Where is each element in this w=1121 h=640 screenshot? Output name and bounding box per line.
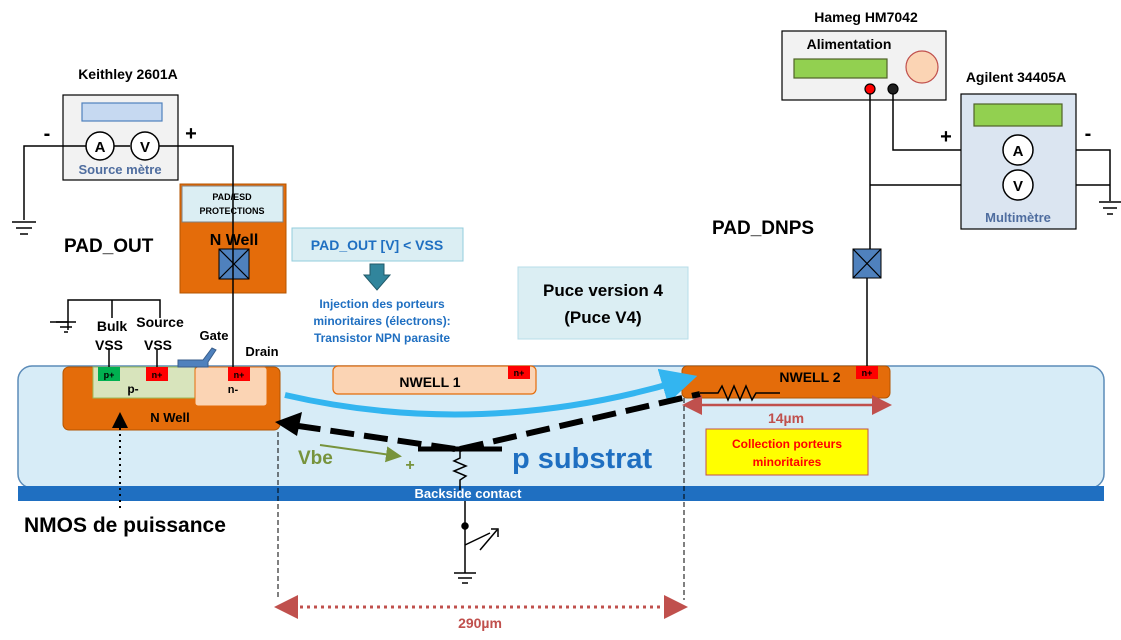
pad-dnps-label: PAD_DNPS (712, 218, 814, 239)
nmos-source-vss: VSS (144, 337, 172, 353)
injection-line2: minoritaires (électrons): (313, 314, 450, 328)
keithley-plus: + (185, 123, 197, 145)
backside-ground-switch (461, 501, 499, 573)
vbe-arrow (319, 444, 402, 463)
vbe-label: Vbe (298, 448, 333, 469)
nmos-nminus: n- (228, 384, 239, 396)
chip-line2: (Puce V4) (564, 308, 641, 327)
hameg-black-terminal (887, 83, 899, 95)
ground-icon-backside (454, 572, 476, 584)
agilent-meter-a: A (1013, 143, 1024, 160)
nmos-gate-label: Gate (200, 328, 229, 343)
ammeter-icon (85, 131, 115, 161)
agilent-name: Agilent 34405A (966, 69, 1066, 85)
hameg-red-terminal (864, 83, 876, 95)
ground-icon-keithley (12, 221, 36, 235)
keithley-minus: - (44, 123, 51, 145)
keithley-instrument (62, 94, 179, 181)
injection-line3: Transistor NPN parasite (314, 331, 450, 345)
esd-line1: PAD/ESD (212, 192, 252, 202)
nwell1-label: NWELL 1 (399, 374, 460, 390)
nmos-bulk-vss: VSS (95, 337, 123, 353)
hameg-instrument (781, 30, 947, 101)
keithley-caption: Source mètre (78, 162, 161, 177)
chip-line1: Puce version 4 (543, 281, 664, 300)
agilent-meter-v: V (1013, 178, 1023, 195)
nmos-bulk-label: Bulk (97, 318, 128, 334)
agilent-ammeter-icon (1002, 134, 1034, 166)
pad-out-label: PAD_OUT (64, 236, 154, 257)
keithley-name: Keithley 2601A (78, 66, 178, 82)
nwell1-nplus: n+ (514, 368, 525, 378)
ground-icon-nmos (56, 321, 76, 333)
agilent-plus: + (940, 126, 952, 148)
ground-icon-agilent (1099, 201, 1121, 215)
nmos-drain-label: Drain (245, 344, 278, 359)
dimension-14um: 14µm (768, 410, 804, 426)
backside-contact-bar (18, 486, 1104, 501)
pad-dnps-contact-icon (852, 248, 882, 279)
dimension-290um: 290µm (458, 615, 502, 631)
agilent-caption: Multimètre (985, 210, 1051, 225)
condition-text: PAD_OUT [V] < VSS (311, 237, 443, 253)
nmos-pplus: p+ (104, 370, 115, 380)
collection-line1: Collection porteurs (732, 437, 842, 451)
chip-version-box (517, 266, 689, 340)
parasitic-npn (275, 391, 701, 490)
keithley-meter-v: V (140, 139, 150, 156)
p-substrat-label: p substrat (512, 443, 653, 475)
nmos-title: NMOS de puissance (24, 514, 226, 537)
down-arrow-icon (362, 263, 392, 291)
injection-line1: Injection des porteurs (319, 297, 445, 311)
keithley-meter-a: A (95, 139, 106, 156)
voltmeter-icon (130, 131, 160, 161)
backside-label: Backside contact (415, 486, 523, 501)
nwell2-label: NWELL 2 (779, 369, 840, 385)
nwell1-block (332, 365, 537, 395)
electron-flow-arrow (284, 368, 698, 418)
agilent-instrument (960, 93, 1077, 230)
nwell2-nplus: n+ (862, 368, 873, 378)
hameg-name: Hameg HM7042 (814, 9, 918, 25)
pad-out-contact-icon (218, 248, 250, 280)
pad-out-nwell-label: N Well (210, 232, 259, 249)
nmos-nplus-source: n+ (152, 370, 163, 380)
hameg-knob (905, 50, 939, 84)
collection-box (705, 428, 869, 476)
agilent-minus: - (1085, 123, 1092, 145)
esd-line2: PROTECTIONS (199, 206, 264, 216)
nmos-nplus-drain: n+ (234, 370, 245, 380)
keithley-wiring (23, 145, 234, 367)
hameg-caption: Alimentation (807, 36, 892, 52)
vbe-plus: + (405, 457, 414, 474)
condition-box (291, 227, 464, 262)
collection-line2: minoritaires (753, 455, 822, 469)
nmos-pminus: p- (127, 382, 138, 396)
agilent-voltmeter-icon (1002, 169, 1034, 201)
nmos-source-label: Source (136, 314, 184, 330)
nmos-nwell-label: N Well (150, 410, 190, 425)
